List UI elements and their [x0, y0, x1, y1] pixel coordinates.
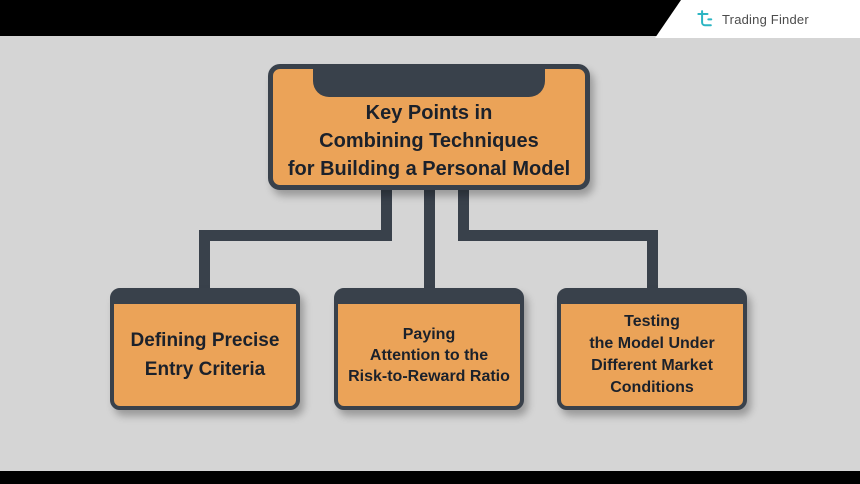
connector-left-horizontal — [199, 230, 392, 241]
child-node-market-conditions: Testing the Model Under Different Market… — [557, 288, 747, 410]
connector-left-drop — [381, 188, 392, 241]
child-node-entry-criteria: Defining Precise Entry Criteria — [110, 288, 300, 410]
connector-right-vertical — [647, 230, 658, 290]
child-node-risk-reward-ratio: Paying Attention to the Risk-to-Reward R… — [334, 288, 524, 410]
child-node-header-bar — [561, 292, 743, 304]
child-node-header-bar — [114, 292, 296, 304]
child-node-header-bar — [338, 292, 520, 304]
brand-logo: Trading Finder — [655, 0, 860, 38]
connector-center-vertical — [424, 188, 435, 290]
root-node-title: Key Points in Combining Techniques for B… — [287, 102, 571, 180]
root-node-clip-tab — [313, 64, 545, 97]
connector-right-drop — [458, 188, 469, 241]
connector-left-vertical — [199, 230, 210, 290]
brand-name: Trading Finder — [722, 11, 809, 27]
root-node: Key Points in Combining Techniques for B… — [268, 64, 590, 190]
connector-right-horizontal — [458, 230, 658, 241]
bottom-letterbox-bar — [0, 471, 860, 484]
child-node-label: Testing the Model Under Different Market… — [589, 313, 715, 396]
tradingfinder-icon — [695, 9, 715, 29]
child-node-label: Defining Precise Entry Criteria — [130, 330, 280, 380]
child-node-label: Paying Attention to the Risk-to-Reward R… — [348, 325, 510, 385]
